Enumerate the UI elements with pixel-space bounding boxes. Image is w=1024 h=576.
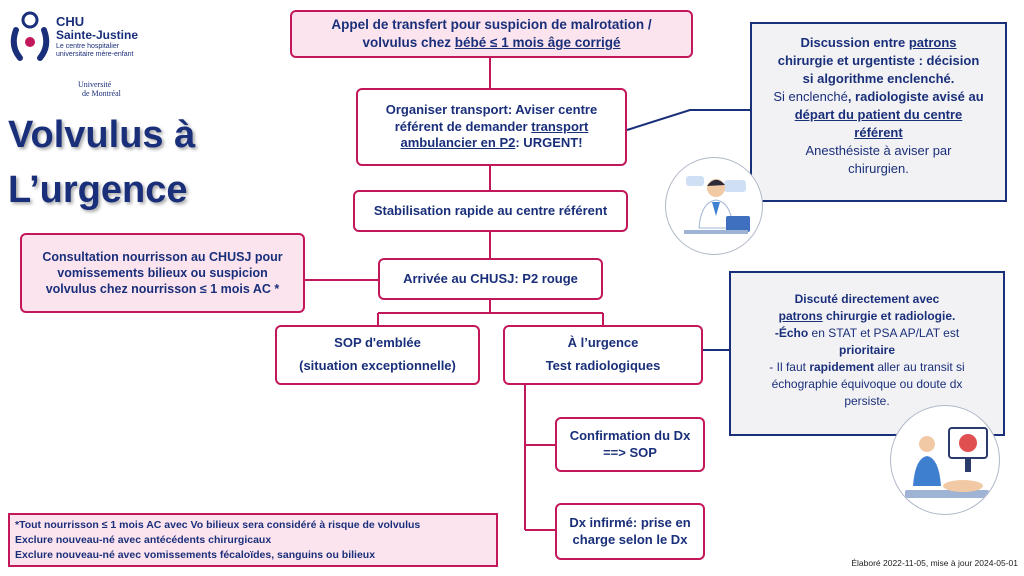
organise-line1: Organiser transport: Aviser centre (386, 102, 597, 119)
consultation-line2: vomissements bilieux ou suspicion (57, 265, 267, 281)
sop-line1: SOP d'emblée (334, 335, 421, 352)
consultation-line1: Consultation nourrisson au CHUSJ pour (42, 249, 282, 265)
discute-l3-post: en STAT et PSA AP/LAT est (808, 326, 959, 340)
discussion-l4-pre: Si enclenché (773, 89, 847, 104)
logo-chu: CHU (56, 14, 84, 29)
footnote-box: *Tout nourrisson ≤ 1 mois AC avec Vo bil… (8, 513, 498, 567)
discute-l5-post: aller au transit si (874, 360, 965, 374)
confirmation-line1: Confirmation du Dx (570, 428, 691, 445)
logo-tagline2: universitaire mère-enfant (56, 51, 133, 58)
discussion-l5: départ du patient du centre (752, 106, 1005, 124)
title-line2: L’urgence (8, 163, 258, 218)
discussion-l8: chirurgien. (752, 160, 1005, 178)
box-discussion-patrons: Discussion entre patrons chirurgie et ur… (750, 22, 1007, 202)
discute-l4: prioritaire (731, 342, 1003, 359)
top-line2-pre: volvulus chez (363, 35, 455, 50)
box-dx-infirme: Dx infirmé: prise en charge selon le Dx (555, 503, 705, 560)
discute-l3-b: -Écho (775, 326, 808, 340)
stabilisation-text: Stabilisation rapide au centre référent (374, 203, 607, 220)
logo-university1: Université (78, 80, 111, 89)
date-label: Élaboré 2022-11-05, mise à jour 2024-05-… (851, 558, 1018, 568)
doctor-phone-illustration (665, 157, 763, 255)
doctor-phone-icon (666, 158, 763, 255)
organise-line3-post: : URGENT! (515, 135, 582, 150)
consultation-line3: volvulus chez nourrisson ≤ 1 mois AC * (46, 281, 280, 297)
logo-university2: de Montréal (82, 89, 121, 98)
box-organiser-transport: Organiser transport: Aviser centre référ… (356, 88, 627, 166)
footnote-l3: Exclure nouveau-né avec vomissements féc… (15, 548, 496, 563)
discussion-l3: si algorithme enclenché. (752, 70, 1005, 88)
top-line1: Appel de transfert pour suspicion de mal… (331, 16, 651, 34)
urgence-line1: À l’urgence (568, 335, 639, 352)
discussion-l1-u: patrons (909, 35, 957, 50)
discussion-l1-pre: Discussion entre (800, 35, 908, 50)
ultrasound-illustration (890, 405, 1000, 515)
discute-l5-b: rapidement (809, 360, 874, 374)
box-urgence: À l’urgence Test radiologiques (503, 325, 703, 385)
discussion-l7: Anesthésiste à aviser par (752, 142, 1005, 160)
top-line2-u: bébé ≤ 1 mois âge corrigé (455, 35, 621, 50)
discussion-l2: chirurgie et urgentiste : décision (752, 52, 1005, 70)
page-title: Volvulus à L’urgence (8, 108, 258, 218)
discute-l2-post: chirurgie et radiologie. (823, 309, 956, 323)
discute-l5-pre: - Il faut (769, 360, 809, 374)
box-arrivee-chusj: Arrivée au CHUSJ: P2 rouge (378, 258, 603, 300)
title-line1: Volvulus à (8, 108, 258, 163)
box-consultation: Consultation nourrisson au CHUSJ pour vo… (20, 233, 305, 313)
organise-line3-u: ambulancier en P2 (400, 135, 515, 150)
footnote-l1: *Tout nourrisson ≤ 1 mois AC avec Vo bil… (15, 518, 496, 533)
urgence-line2: Test radiologiques (546, 358, 661, 375)
logo-name: Sainte-Justine (56, 28, 138, 42)
confirmation-line2: ==> SOP (603, 445, 657, 462)
chu-logo: CHU Sainte-Justine Le centre hospitalier… (8, 8, 158, 103)
box-stabilisation: Stabilisation rapide au centre référent (353, 190, 628, 232)
box-confirmation: Confirmation du Dx ==> SOP (555, 417, 705, 472)
organise-line2-u: transport (531, 119, 588, 134)
footnote-l2: Exclure nouveau-né avec antécédents chir… (15, 533, 496, 548)
box-appel-transfert: Appel de transfert pour suspicion de mal… (290, 10, 693, 58)
discussion-l4-b: , radiologiste avisé au (848, 89, 984, 104)
logo-tagline1: Le centre hospitalier (56, 43, 119, 50)
discute-l1: Discuté directement avec (731, 291, 1003, 308)
infirme-line2: charge selon le Dx (573, 532, 688, 549)
infirme-line1: Dx infirmé: prise en (569, 515, 690, 532)
sop-line2: (situation exceptionnelle) (299, 358, 456, 375)
arrivee-text: Arrivée au CHUSJ: P2 rouge (403, 271, 578, 288)
ultrasound-icon (891, 406, 1000, 515)
box-sop: SOP d'emblée (situation exceptionnelle) (275, 325, 480, 385)
chu-logo-icon (8, 8, 54, 64)
discute-l6: échographie équivoque ou doute dx (731, 376, 1003, 393)
connector-organise-discussion (627, 110, 750, 130)
discute-l2-u: patrons (779, 309, 823, 323)
organise-line2-pre: référent de demander (395, 119, 532, 134)
discussion-l6: référent (752, 124, 1005, 142)
